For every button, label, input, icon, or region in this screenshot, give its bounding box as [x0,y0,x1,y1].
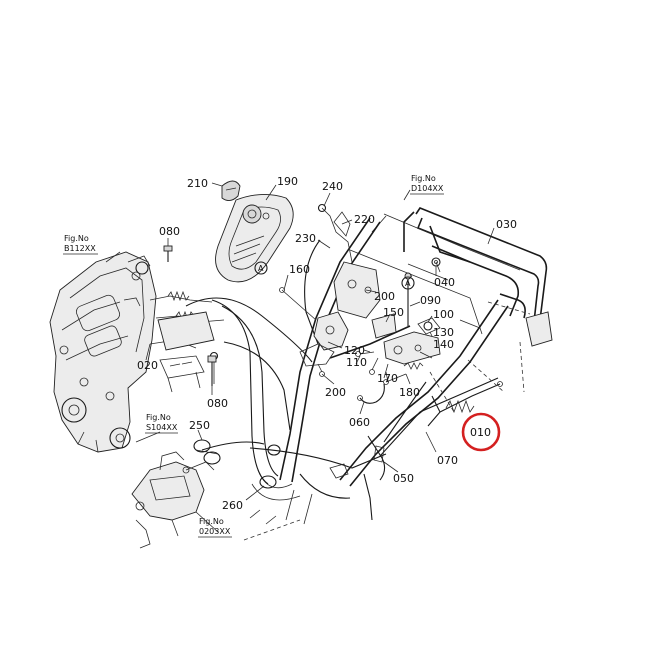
svg-text:0203XX: 0203XX [199,527,231,536]
label-030: 030 [496,218,517,231]
svg-text:D104XX: D104XX [411,184,444,193]
label-100: 100 [433,308,454,321]
label-110: 110 [346,356,367,369]
svg-text:Fig.No: Fig.No [146,413,171,422]
fig-ref-d104: Fig.No D104XX [410,174,444,195]
part-labels: 210 190 240 220 230 030 080 160 040 200 … [137,175,517,512]
clamp-250 [193,439,221,465]
label-170: 170 [377,372,398,385]
marker-a-right: A [401,276,415,290]
main-handle-tubes [249,217,509,525]
label-120: 120 [344,344,365,357]
control-lever-group [355,257,441,385]
bolt-080-top [163,245,173,262]
svg-text:S104XX: S104XX [146,423,178,432]
svg-text:B112XX: B112XX [64,244,96,253]
label-020: 020 [137,359,158,372]
highlight-circle-010 [461,412,501,452]
label-090: 090 [420,294,441,307]
label-250: 250 [189,419,210,432]
label-050: 050 [393,472,414,485]
clip-060 [357,383,385,404]
fig-ref-0203: Fig.No 0203XX [198,517,232,538]
marker-a-left: A [254,261,268,275]
lower-lever-assembly [131,451,215,549]
label-060: 060 [349,416,370,429]
label-210: 210 [187,177,208,190]
label-200-top: 200 [374,290,395,303]
label-220: 220 [354,213,375,226]
transmission-housing [49,251,157,453]
label-260: 260 [222,499,243,512]
fig-ref-b112: Fig.No B112XX [63,234,98,255]
bracket-assembly [279,203,381,377]
shift-linkage [123,290,225,393]
label-070: 070 [437,454,458,467]
label-200-bottom: 200 [325,386,346,399]
grip-210 [221,180,241,201]
label-080-top: 080 [159,225,180,238]
label-010: 010 [470,426,491,439]
svg-text:Fig.No: Fig.No [411,174,436,183]
cables [185,239,499,521]
reference-lines [243,301,531,541]
label-240: 240 [322,180,343,193]
label-230: 230 [295,232,316,245]
label-180: 180 [399,386,420,399]
label-190: 190 [277,175,298,188]
label-140: 140 [433,338,454,351]
leader-lines [105,182,495,533]
label-080-mid: 080 [207,397,228,410]
svg-text:Fig.No: Fig.No [64,234,89,243]
label-160: 160 [289,263,310,276]
label-130: 130 [433,326,454,339]
cable-010 [427,381,503,427]
fig-ref-s104: Fig.No S104XX [145,413,178,434]
label-150: 150 [383,306,404,319]
handle-frame [349,207,553,347]
figure-refs: Fig.No B112XX Fig.No D104XX Fig.No S104X… [63,174,444,538]
bolt-080-mid [207,355,217,386]
cover-plate-190 [215,194,294,283]
clamp-260 [259,444,281,489]
svg-text:A: A [258,264,264,273]
svg-text:Fig.No: Fig.No [199,517,224,526]
svg-text:A: A [405,279,411,288]
label-040: 040 [434,276,455,289]
